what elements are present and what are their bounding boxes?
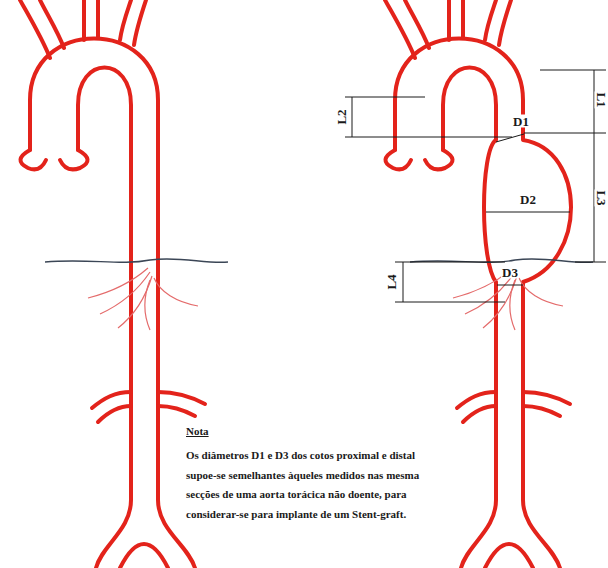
vessel-wall (98, 406, 131, 422)
dimension-line (352, 97, 353, 137)
visceral-branch (100, 272, 150, 314)
dimension-lines (345, 70, 606, 302)
vessel-wall (20, 150, 46, 169)
dimension-label: L3 (595, 189, 608, 206)
vessel-wall (40, 0, 64, 48)
vessel-wall (30, 39, 195, 568)
vessel-wall (395, 39, 571, 568)
visceral-branch (145, 280, 150, 330)
visceral-branch (519, 278, 563, 306)
diameter-label: D1 (512, 115, 530, 128)
vessel-wall (523, 406, 560, 416)
vessel-wall (499, 0, 511, 45)
note-text: Os diâmetros D1 e D3 dos cotos proximal … (186, 446, 424, 524)
vessel-wall (447, 0, 451, 40)
dimension-label: L1 (595, 91, 608, 108)
dimension-line (395, 302, 505, 303)
vessel-wall (96, 0, 100, 38)
visceral-branch (88, 268, 148, 298)
vessel-wall (523, 392, 570, 404)
dimension-line (345, 97, 425, 98)
vessel-wall (405, 0, 429, 48)
diameter-label: D2 (519, 193, 537, 206)
vessel-wall (461, 0, 465, 38)
vessel-wall (485, 544, 533, 568)
dimension-label: L2 (335, 108, 348, 125)
dimension-line (345, 137, 512, 138)
dimension-line (496, 134, 524, 142)
vessel-wall (485, 0, 496, 40)
vessel-wall (385, 150, 411, 169)
vessel-wall (82, 0, 86, 40)
vessel-wall (134, 0, 146, 45)
visceral-branch (510, 280, 515, 330)
healthy-aorta (20, 0, 228, 568)
vessel-wall (120, 0, 131, 40)
dimension-line (486, 212, 570, 213)
vessel-wall (158, 392, 205, 404)
vessel-wall (78, 68, 131, 568)
vessel-wall (120, 544, 168, 568)
note-heading: Nota (186, 426, 209, 437)
dimension-line (540, 70, 606, 71)
diaphragm-line (45, 259, 228, 262)
vessel-wall (463, 406, 496, 422)
vessel-wall (158, 406, 195, 416)
vessel-wall (60, 150, 88, 169)
vessel-wall (443, 68, 496, 568)
vessel-wall (425, 150, 453, 169)
diameter-label: D3 (501, 266, 519, 279)
visceral-branch (154, 278, 198, 306)
dimension-line (395, 262, 505, 263)
dimension-line (575, 262, 606, 263)
dimension-label: L4 (385, 273, 398, 290)
aorta-with-aneurysm (385, 0, 593, 568)
dimension-line (403, 262, 404, 302)
dimension-line (497, 285, 523, 286)
